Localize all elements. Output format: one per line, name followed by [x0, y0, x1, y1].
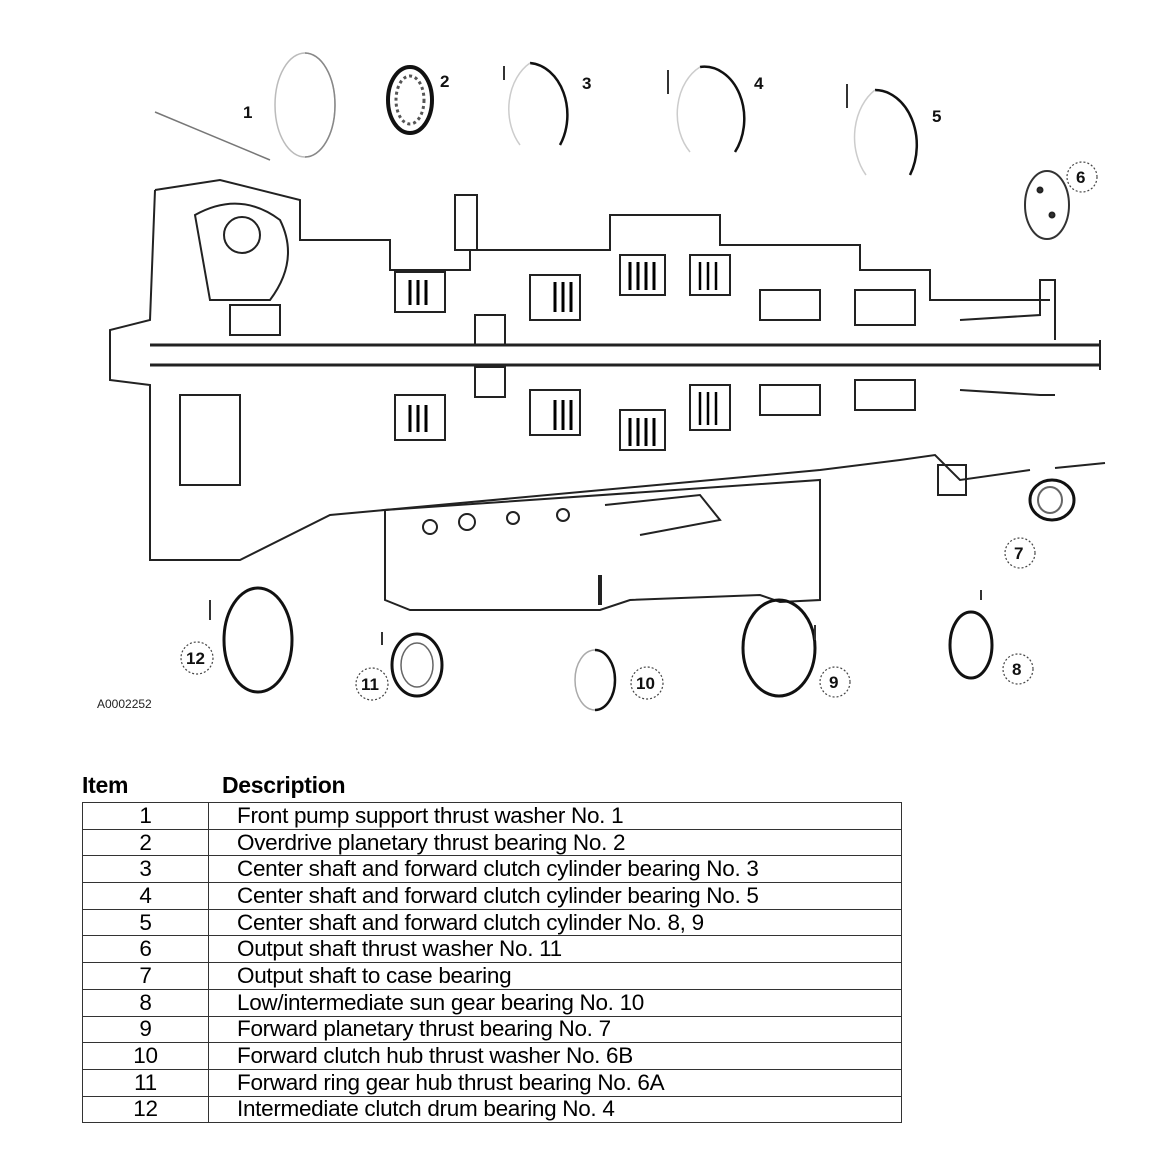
- part-2-thrust-bearing: [386, 65, 434, 135]
- part-7-case-bearing: [1028, 478, 1076, 522]
- callout-11: 11: [361, 675, 379, 694]
- callout-8: 8: [1012, 660, 1021, 679]
- item-number: 8: [82, 988, 209, 1017]
- item-number: 5: [82, 908, 209, 937]
- item-description: Forward ring gear hub thrust bearing No.…: [208, 1068, 902, 1097]
- item-number: 4: [82, 882, 209, 910]
- column-header-description: Description: [222, 772, 346, 798]
- item-number: 6: [82, 935, 209, 964]
- item-description: Intermediate clutch drum bearing No. 4: [208, 1095, 902, 1124]
- part-3-bearing: [503, 61, 569, 146]
- item-description: Front pump support thrust washer No. 1: [208, 802, 902, 830]
- exploded-transmission-diagram: 1 2 3 4 5 6 7 8 9 10 11 12 A0002252: [97, 52, 1106, 712]
- item-description: Output shaft to case bearing: [208, 962, 902, 990]
- callout-10: 10: [636, 674, 655, 693]
- column-header-item: Item: [82, 772, 129, 798]
- part-12-drum-bearing: [209, 586, 294, 694]
- callout-6: 6: [1076, 168, 1085, 187]
- item-number: 3: [82, 855, 209, 884]
- part-10-clutch-hub-washer: [574, 648, 617, 712]
- figure-id: A0002252: [97, 697, 152, 711]
- item-description: Low/intermediate sun gear bearing No. 10: [208, 988, 902, 1017]
- item-number: 1: [82, 802, 209, 830]
- item-number: 12: [82, 1095, 209, 1124]
- item-description: Center shaft and forward clutch cylinder…: [208, 882, 902, 910]
- item-description: Center shaft and forward clutch cylinder…: [208, 855, 902, 884]
- part-1-thrust-washer: [154, 52, 336, 161]
- callout-3: 3: [582, 74, 591, 93]
- transmission-assembly: [109, 178, 1106, 611]
- callout-7: 7: [1014, 544, 1023, 563]
- item-number: 7: [82, 962, 209, 990]
- part-6-thrust-washer: [1024, 170, 1070, 240]
- item-number: 11: [82, 1068, 209, 1097]
- callout-5: 5: [932, 107, 941, 126]
- item-number: 2: [82, 828, 209, 857]
- part-9-planetary-thrust-bearing: [741, 598, 817, 698]
- item-description: Center shaft and forward clutch cylinder…: [208, 908, 902, 937]
- item-description: Overdrive planetary thrust bearing No. 2: [208, 828, 902, 857]
- item-description: Forward clutch hub thrust washer No. 6B: [208, 1042, 902, 1070]
- item-number: 10: [82, 1042, 209, 1070]
- callout-1: 1: [243, 103, 252, 122]
- item-number: 9: [82, 1015, 209, 1044]
- item-description: Output shaft thrust washer No. 11: [208, 935, 902, 964]
- item-description: Forward planetary thrust bearing No. 7: [208, 1015, 902, 1044]
- callout-2: 2: [440, 72, 449, 91]
- callout-4: 4: [754, 74, 764, 93]
- callout-12: 12: [186, 649, 205, 668]
- part-4-bearing: [667, 65, 746, 153]
- part-11-ring-gear-bearing: [381, 632, 444, 698]
- callout-9: 9: [829, 673, 838, 692]
- part-8-sun-gear-bearing: [948, 590, 994, 680]
- part-5-bearing: [846, 84, 919, 176]
- legend-header: Item Description: [82, 772, 902, 802]
